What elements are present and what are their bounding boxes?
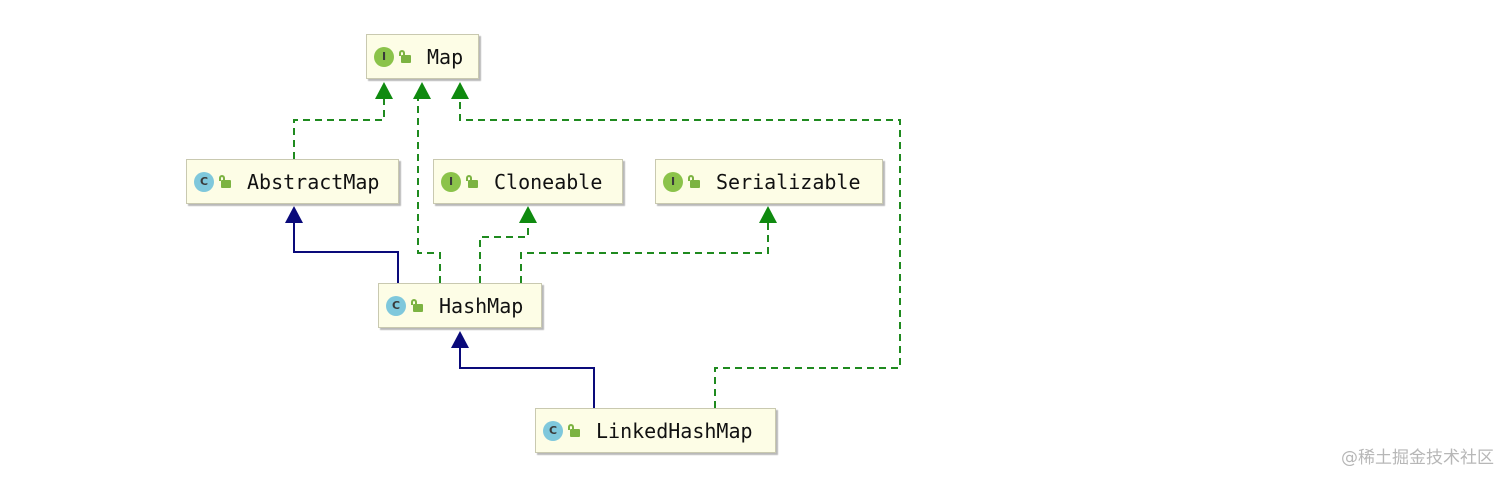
interface-icon: I [441,171,461,192]
node-map[interactable]: I Map [366,34,479,79]
node-label: Map [427,44,464,69]
arrowhead-hashmap [451,331,469,348]
lock-icon [399,50,411,63]
node-label: Cloneable [494,169,603,194]
lock-icon [411,299,423,312]
edge-abstractmap-implements-map [293,98,385,159]
lock-icon [219,175,231,188]
arrowhead-map-3 [451,82,469,99]
arrowhead-serializable [759,206,777,223]
arrowhead-map-2 [413,82,431,99]
edge-linkedhashmap-implements-map [459,98,901,408]
lock-icon [568,424,580,437]
edge-hashmap-extends-abstractmap [293,222,399,283]
edge-hashmap-implements-cloneable [479,222,529,283]
node-label: LinkedHashMap [596,418,753,443]
arrowhead-map-1 [375,82,393,99]
edge-linkedhashmap-extends-hashmap [459,347,595,408]
arrowhead-abstractmap [285,206,303,223]
interface-icon: I [663,171,683,192]
class-icon: C [194,171,214,192]
interface-icon: I [374,46,394,67]
arrowhead-cloneable [519,206,537,223]
edge-hashmap-implements-serializable [520,222,769,283]
node-hashmap[interactable]: C HashMap [378,283,542,328]
class-icon: C [386,295,406,316]
class-icon: C [543,420,563,441]
edge-hashmap-implements-map [417,98,441,283]
node-linkedhashmap[interactable]: C LinkedHashMap [535,408,776,453]
lock-icon [688,175,700,188]
node-label: HashMap [439,293,524,318]
node-serializable[interactable]: I Serializable [655,159,883,204]
node-label: Serializable [716,169,861,194]
node-abstractmap[interactable]: C AbstractMap [186,159,399,204]
lock-icon [466,175,478,188]
node-label: AbstractMap [247,169,380,194]
watermark-text: @稀土掘金技术社区 [1341,448,1494,468]
node-cloneable[interactable]: I Cloneable [433,159,623,204]
